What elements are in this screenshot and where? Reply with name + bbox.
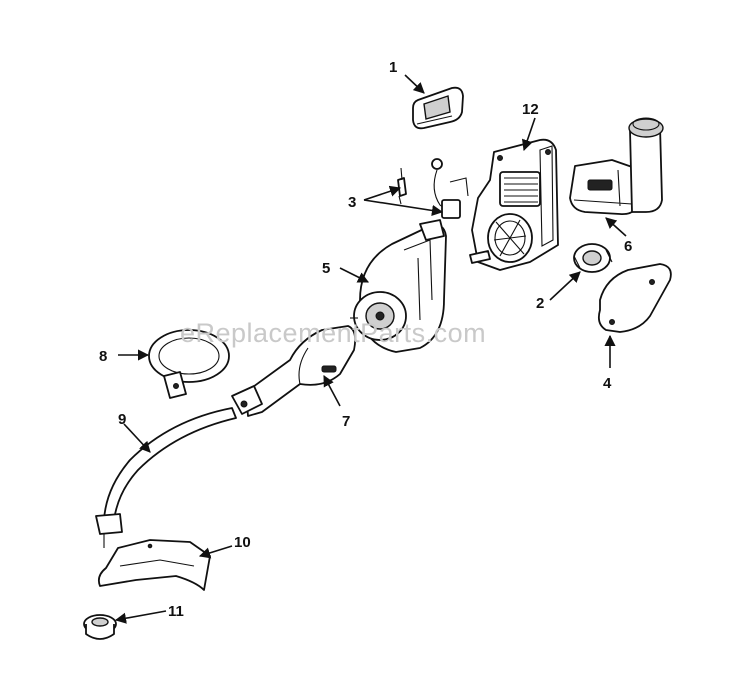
leader-lines	[114, 74, 627, 624]
part-9-drive-shaft[interactable]	[95, 407, 237, 548]
callout-10: 10	[234, 534, 251, 551]
callout-2: 2	[536, 295, 544, 312]
callout-11: 11	[168, 603, 184, 620]
part-1-air-filter-cover[interactable]	[412, 86, 464, 130]
callout-5: 5	[322, 260, 330, 277]
part-6-fuel-tank[interactable]	[569, 117, 664, 215]
callout-8: 8	[99, 348, 107, 365]
callout-7: 7	[342, 413, 350, 430]
callout-12: 12	[522, 101, 539, 118]
callout-9: 9	[118, 411, 126, 428]
part-7-front-housing[interactable]	[231, 325, 357, 417]
callout-4: 4	[603, 375, 612, 392]
part-11-trimmer-head[interactable]	[83, 614, 117, 640]
part-10-grass-shield[interactable]	[97, 539, 211, 591]
part-2-throttle[interactable]	[573, 243, 613, 273]
part-3-ignition-coil[interactable]	[431, 158, 469, 219]
part-4-rear-cover[interactable]	[597, 263, 672, 333]
part-8-loop-handle[interactable]	[148, 329, 230, 399]
watermark: eReplacementParts.com	[180, 318, 486, 348]
callout-1: 1	[389, 59, 397, 76]
callout-3: 3	[348, 194, 356, 211]
callout-6: 6	[624, 238, 632, 255]
part-3-spark-plug[interactable]	[397, 167, 407, 205]
part-5-clutch-housing[interactable]	[350, 219, 447, 353]
part-12-engine[interactable]	[469, 138, 559, 271]
